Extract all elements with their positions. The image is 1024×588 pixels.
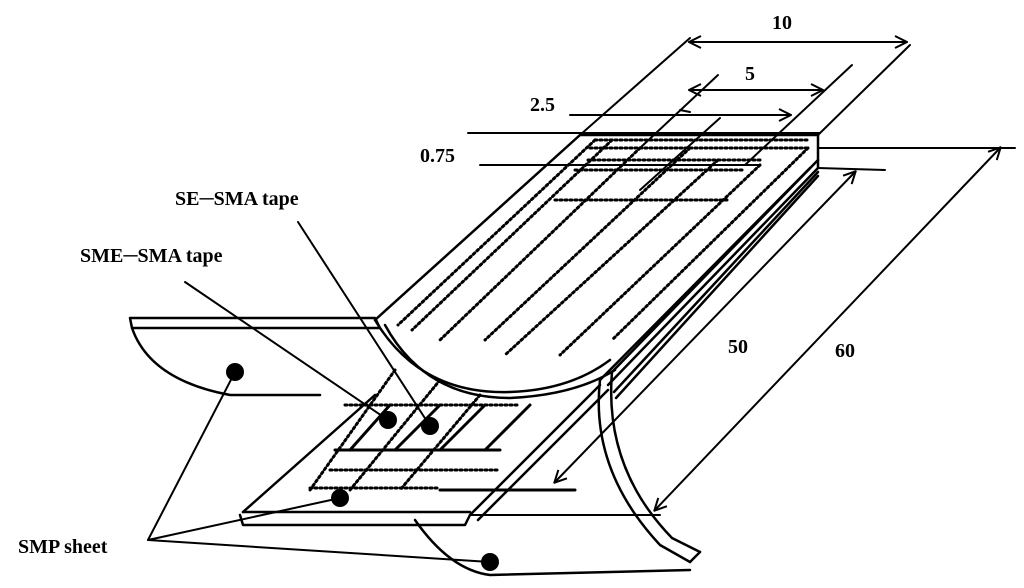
leader-lines — [147, 221, 491, 563]
smp-dot-middle — [331, 489, 349, 507]
smp-dot-bottom — [481, 553, 499, 571]
right-smp-sheet — [413, 370, 702, 577]
sme-sma-dot — [379, 411, 397, 429]
smp-leader-2 — [147, 497, 341, 541]
dimension-0-75-label: 0.75 — [420, 145, 455, 167]
dimension-50-label: 50 — [728, 336, 748, 358]
dimension-10-label: 10 — [772, 12, 792, 34]
se-sma-dot — [421, 417, 439, 435]
dimension-2-5-label: 2.5 — [530, 94, 555, 116]
se-sma-leader — [297, 221, 431, 427]
dimension-5-label: 5 — [745, 63, 755, 85]
se-sma-tape-label: SE─SMA tape — [175, 188, 299, 210]
sme-sma-leader — [184, 281, 389, 421]
smp-sheet-label: SMP sheet — [18, 536, 108, 558]
dimension-60 — [469, 148, 1016, 516]
dimension-2-5 — [569, 110, 790, 191]
leader-dots — [226, 363, 499, 571]
dimension-60-label: 60 — [835, 340, 855, 362]
dimension-10 — [579, 38, 911, 136]
smp-leader-3 — [147, 539, 491, 563]
smp-dot-left — [226, 363, 244, 381]
smp-leader-1 — [147, 371, 236, 541]
sme-sma-tape-label: SME─SMA tape — [80, 245, 223, 267]
